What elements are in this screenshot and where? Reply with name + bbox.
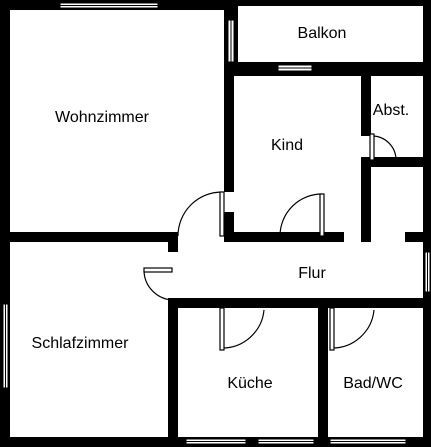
wall-outer-left xyxy=(0,0,10,447)
wall-living-right-lower xyxy=(224,212,234,242)
wall-living-bottom xyxy=(0,232,178,242)
room-label-abst: Abst. xyxy=(373,102,409,119)
wall-kind-right xyxy=(361,66,371,136)
wall-flur-bottom xyxy=(168,298,431,308)
window-flur-right xyxy=(424,251,431,293)
room-label-balkon: Balkon xyxy=(298,25,347,42)
doors xyxy=(143,133,397,351)
room-label-schlafzimmer: Schlafzimmer xyxy=(32,335,130,352)
wall-living-right xyxy=(224,62,234,192)
door-wohnzimmer xyxy=(177,191,225,237)
wall-balcony-bottom xyxy=(224,62,431,76)
wall-flur-right-top xyxy=(405,232,431,242)
wall-kind-bottom xyxy=(224,232,344,242)
wall-balcony-right xyxy=(423,0,431,70)
wall-balcony-top xyxy=(232,0,431,6)
room-labels: Wohnzimmer Balkon Kind Abst. Flur Schlaf… xyxy=(32,25,410,392)
wall-abst-bottom xyxy=(361,157,431,167)
room-label-flur: Flur xyxy=(298,265,326,282)
door-kueche xyxy=(219,307,265,351)
room-label-bad-wc: Bad/WC xyxy=(343,375,403,392)
window-bad-bottom xyxy=(329,438,407,445)
door-schlafzimmer xyxy=(143,267,175,301)
window-kueche-bottom-1 xyxy=(185,438,247,445)
door-kind xyxy=(279,193,325,237)
window-kueche-bottom-2 xyxy=(257,438,315,445)
wall-kind-right-lower xyxy=(361,160,371,242)
window-schlafzimmer-left xyxy=(2,303,9,389)
door-bad xyxy=(329,307,375,351)
wall-kueche-bad xyxy=(318,298,328,447)
wall-schlaf-right-lower xyxy=(168,298,178,447)
room-label-kueche: Küche xyxy=(227,375,272,392)
wall-schlaf-right xyxy=(168,232,178,252)
window-wohnzimmer-top xyxy=(59,2,159,9)
room-label-kind: Kind xyxy=(271,137,303,154)
door-abst xyxy=(369,133,397,161)
room-label-wohnzimmer: Wohnzimmer xyxy=(55,109,150,126)
window-kind-top xyxy=(277,64,313,72)
window-wohnzimmer-balkon xyxy=(227,19,235,63)
